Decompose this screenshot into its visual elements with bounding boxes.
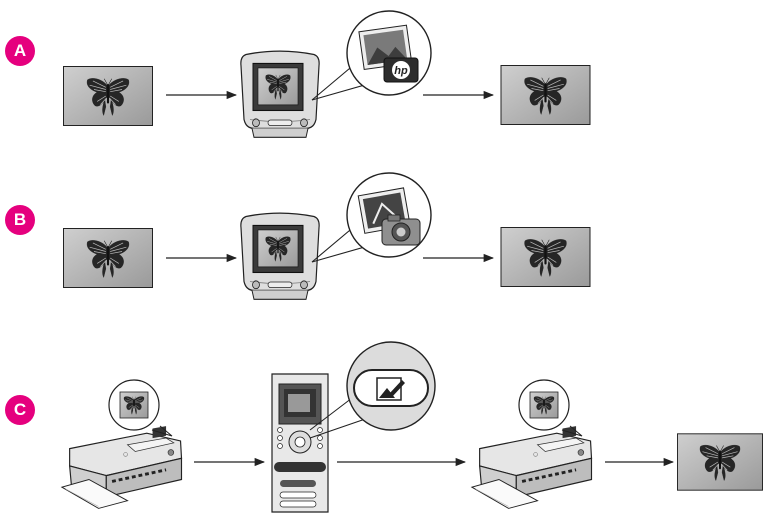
printer-zoom-callout-c2	[518, 379, 583, 437]
control-panel	[271, 373, 329, 513]
step-b-badge: B	[5, 205, 35, 235]
arrow-c1	[194, 457, 266, 467]
hp-photo-software-icon: hp	[358, 24, 419, 83]
butterfly-photo-edited-a	[500, 65, 591, 126]
panel-zoom-callout-c	[309, 341, 436, 439]
iphoto-camera-icon	[357, 187, 421, 246]
arrow-c3	[605, 457, 675, 467]
edit-photo-icon	[376, 377, 405, 401]
butterfly-photo-original-b	[63, 228, 153, 289]
step-a-badge: A	[5, 36, 35, 66]
butterfly-photo-printed-c	[677, 432, 763, 493]
arrow-c2	[337, 457, 467, 467]
arrow-b1	[166, 253, 238, 263]
hp-logo-text: hp	[394, 65, 408, 77]
arrow-b2	[423, 253, 495, 263]
butterfly-photo-original-a	[63, 66, 153, 127]
butterfly-photo-edited-b	[500, 227, 591, 288]
step-c-badge: C	[5, 395, 35, 425]
arrow-a2	[423, 90, 495, 100]
printer-zoom-callout-c1	[108, 379, 173, 437]
arrow-a1	[166, 90, 238, 100]
